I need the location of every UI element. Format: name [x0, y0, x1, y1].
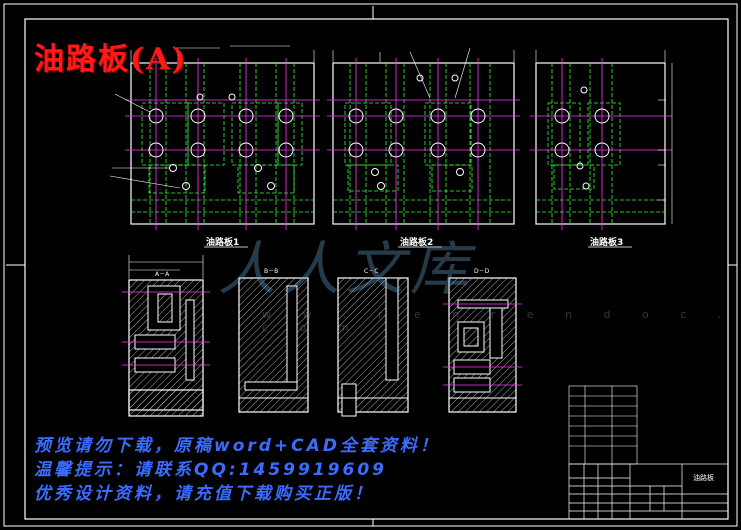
section-aa-view	[122, 255, 210, 417]
parts-list	[568, 385, 638, 465]
plate3-view	[530, 50, 673, 230]
section-bb-view	[238, 277, 309, 413]
section-dd-label: D－D	[474, 268, 490, 275]
section-cc-view	[337, 277, 409, 417]
plate3-label: 油路板3	[590, 236, 623, 248]
plate1-view	[109, 45, 320, 230]
section-dd-view	[443, 277, 522, 413]
section-aa-label: A－A	[155, 271, 170, 278]
stamp-title: 油路板(A)	[34, 42, 188, 77]
promo-line-1: 预览请勿下载，原稿word+CAD全套资料！	[34, 436, 440, 456]
watermark-url: w w . r e n r e n d o c . c o m	[262, 308, 736, 334]
section-cc-label: C－C	[364, 268, 378, 275]
plate2-view	[327, 47, 520, 230]
promo-line-3: 优秀设计资料，请充值下载购买正版！	[34, 484, 374, 504]
watermark-text: 人人文库	[218, 235, 475, 303]
title-block-name: 油路板	[693, 473, 714, 482]
plate1-label: 油路板1	[206, 236, 239, 248]
title-block	[568, 463, 729, 520]
promo-line-2: 温馨提示：请联系QQ:1459919609	[34, 460, 387, 480]
inner-frame	[24, 18, 729, 520]
plate2-label: 油路板2	[400, 236, 433, 248]
section-bb-label: B－B	[264, 268, 278, 275]
